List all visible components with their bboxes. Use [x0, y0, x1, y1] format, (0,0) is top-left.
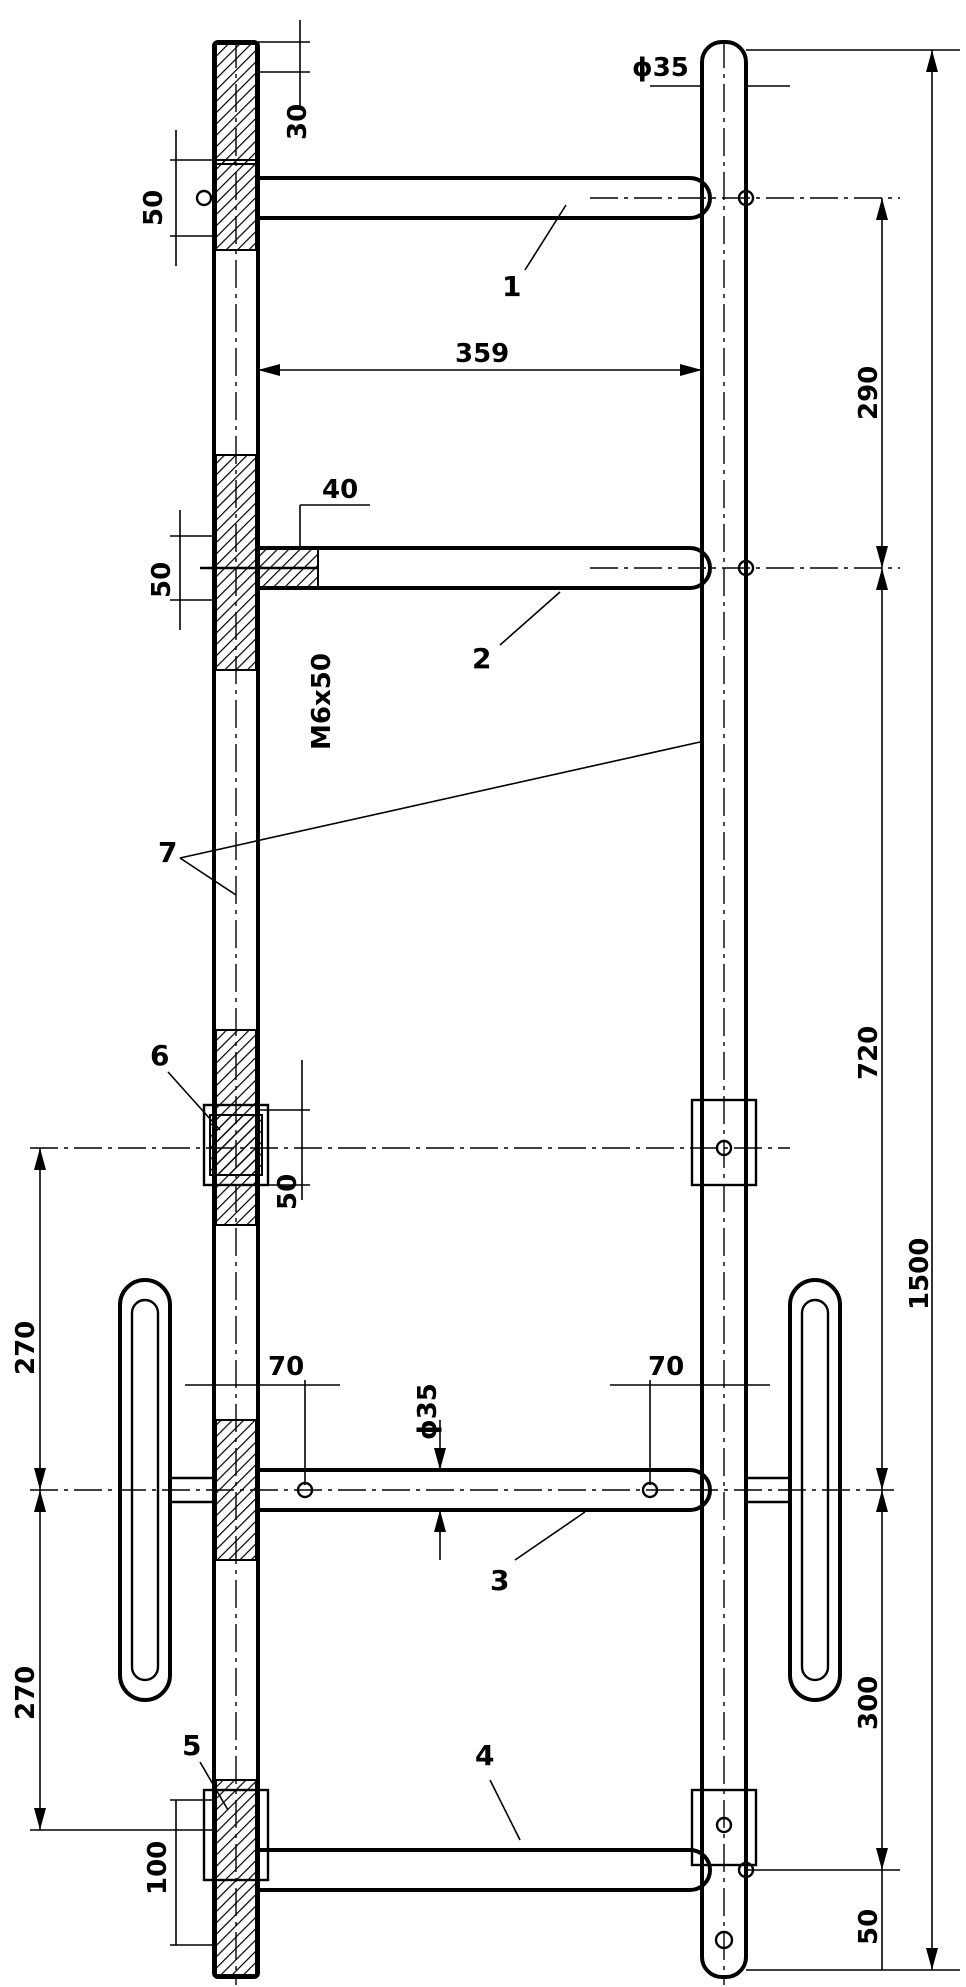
- dim-50-second: 50: [147, 562, 177, 598]
- dim-290: 290: [854, 366, 884, 420]
- callout-2: 2: [472, 642, 491, 675]
- dim-270-upper: 270: [11, 1321, 41, 1375]
- dim-359: 359: [455, 339, 509, 369]
- dim-diameter-35-top: ϕ35: [632, 53, 689, 83]
- left-side-beam: [212, 40, 260, 1985]
- dim-70-right: 70: [648, 1352, 684, 1382]
- bottom-left-bracket: [202, 1788, 270, 1882]
- callout-3: 3: [490, 1564, 509, 1597]
- bottom-insert: [215, 1779, 257, 1976]
- dim-270-lower: 270: [11, 1666, 41, 1720]
- crossbar-2: [200, 546, 755, 590]
- dimension-lines: [30, 20, 960, 1971]
- dim-50-bottom: 50: [854, 1909, 884, 1945]
- dim-40: 40: [322, 475, 358, 505]
- crossbar-4: [258, 1848, 755, 1892]
- crossbar-1: [195, 176, 755, 220]
- left-hinge-bracket: [202, 1103, 270, 1187]
- callout-1: 1: [502, 270, 521, 303]
- leader-lines: [167, 204, 701, 1841]
- callout-6: 6: [150, 1039, 169, 1072]
- dim-diameter-35-axle: ϕ35: [413, 1383, 443, 1440]
- callout-7: 7: [158, 836, 177, 869]
- first-crossbar-joint: [215, 159, 257, 251]
- dim-50-joint: 50: [273, 1174, 303, 1210]
- top-insert: [215, 43, 257, 165]
- right-side-beam: [700, 40, 748, 1985]
- dim-70-left: 70: [268, 1352, 304, 1382]
- callout-5: 5: [182, 1729, 201, 1762]
- dim-720: 720: [854, 1026, 884, 1080]
- dim-30: 30: [283, 104, 313, 140]
- second-crossbar-joint: [215, 454, 257, 671]
- dim-50-top: 50: [139, 190, 169, 226]
- callout-4: 4: [475, 1739, 494, 1772]
- dim-100: 100: [143, 1841, 173, 1895]
- dim-1500: 1500: [905, 1238, 935, 1310]
- dim-300: 300: [854, 1676, 884, 1730]
- bottom-right-bracket: [690, 1788, 758, 1950]
- thread-label: M6x50: [307, 653, 337, 750]
